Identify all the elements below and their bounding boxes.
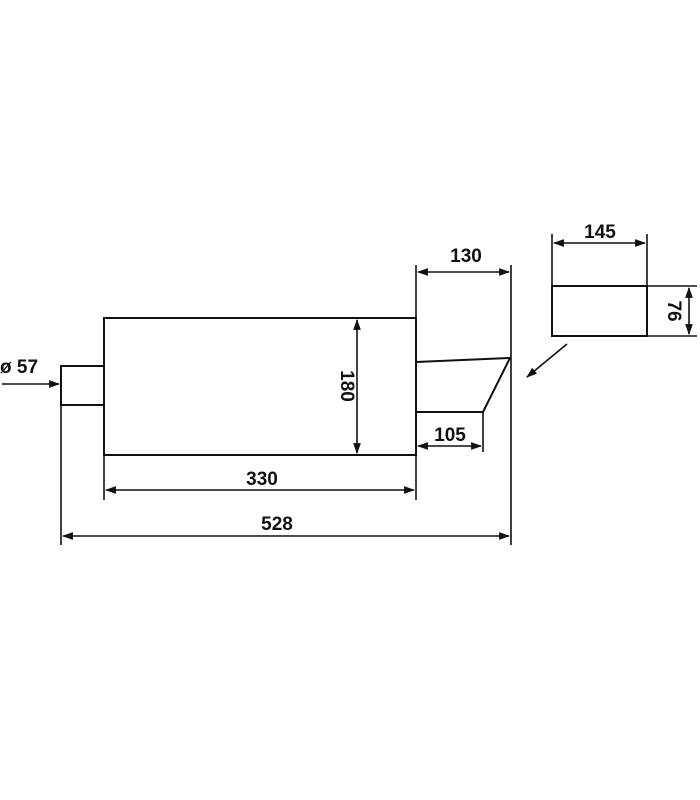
outlet-section	[551, 285, 648, 337]
label-inlet-diameter: ø 57	[0, 357, 38, 378]
inlet-pipe	[60, 365, 105, 406]
label-body-height: 180	[336, 370, 357, 402]
label-body-length: 330	[246, 469, 278, 490]
label-total-length: 528	[261, 514, 293, 535]
extension-lines	[60, 234, 697, 545]
label-outlet-tip-length: 105	[434, 425, 466, 446]
label-outlet-width: 145	[584, 222, 616, 243]
outlet-tip	[415, 356, 512, 413]
label-outlet-height: 76	[663, 300, 684, 321]
label-outlet-length: 130	[450, 246, 482, 267]
muffler-body	[103, 317, 417, 456]
view-arrow	[526, 343, 568, 378]
